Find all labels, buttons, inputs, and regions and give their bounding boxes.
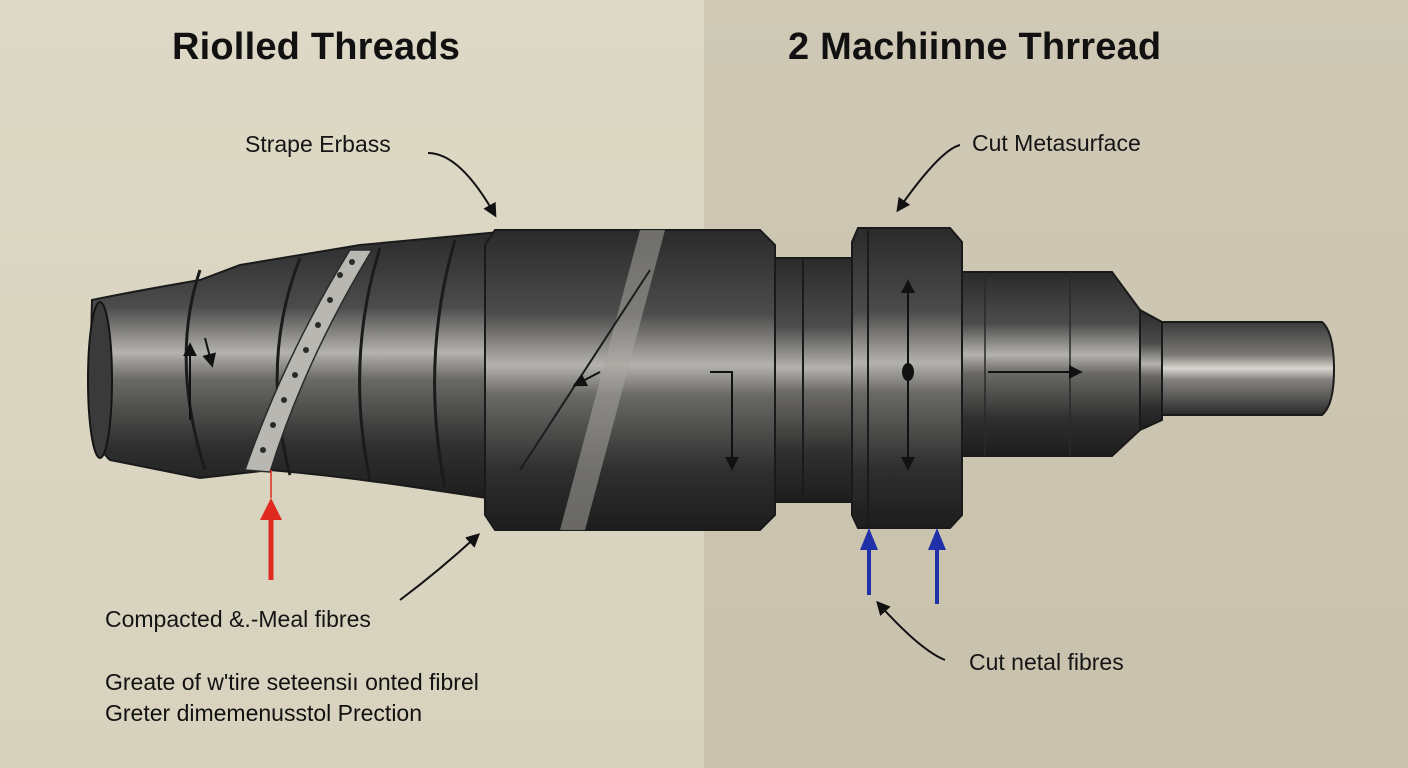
machined-collar [851,227,963,529]
hex-section [961,271,1141,457]
callout-cut-fibres-label: Cut netal fibres [969,649,1124,675]
pin-end [1139,308,1336,432]
callout-leader-compacted [399,533,481,601]
callout-leader-strape [427,152,497,218]
bolt-neck [774,257,861,503]
rolled-threads-title: Riolled Threads [172,26,461,68]
note-line-1: Greate of w'tire seteensiı onted fibrel [105,669,479,695]
blue-force-arrow-1 [860,528,878,595]
callout-leader-cut-surface [896,144,961,213]
callout-strape-label: Strape Erbass [245,131,391,157]
blue-force-arrow-2 [928,528,946,604]
note-line-2: Greter dimemenusstol Prection [105,700,423,726]
machined-thread-title: 2 Machiinne Thrread [788,26,1162,68]
rolled-thread-end [87,230,501,502]
bolt-shank [484,229,776,531]
callout-cut-surface-label: Cut Metasurface [972,130,1141,156]
callout-leader-cut-fibres [876,600,946,661]
red-force-arrow [260,470,282,580]
callout-compacted-label: Compacted &.-Meal fibres [105,606,371,632]
